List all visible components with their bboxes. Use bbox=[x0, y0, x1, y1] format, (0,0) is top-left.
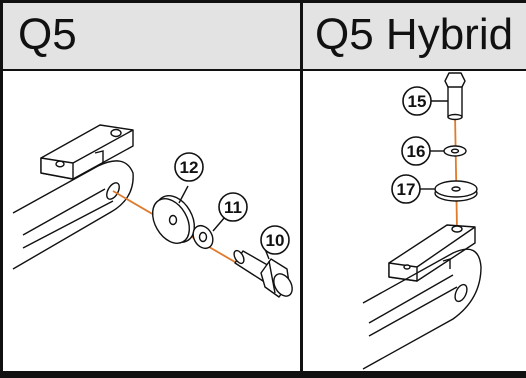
assembly-axis-hybrid bbox=[454, 112, 458, 230]
svg-text:16: 16 bbox=[407, 142, 426, 161]
panel-q5: Q5 bbox=[0, 0, 303, 374]
svg-text:15: 15 bbox=[408, 92, 427, 111]
callout-16: 16 bbox=[401, 136, 431, 166]
svg-text:10: 10 bbox=[266, 231, 285, 250]
part-15-bolt bbox=[444, 72, 466, 121]
callout-11: 11 bbox=[218, 192, 248, 222]
callout-17: 17 bbox=[391, 174, 421, 204]
svg-text:12: 12 bbox=[180, 158, 199, 177]
panel-header-q5: Q5 bbox=[3, 3, 300, 71]
part-12-large-washer bbox=[151, 195, 196, 244]
bottom-border bbox=[0, 374, 526, 378]
arm-body bbox=[12, 160, 134, 270]
panel-q5-hybrid: Q5 Hybrid bbox=[300, 0, 526, 374]
panel-header-q5-hybrid: Q5 Hybrid bbox=[303, 3, 526, 71]
callout-10: 10 bbox=[260, 225, 290, 255]
bracket-arm-hybrid bbox=[362, 224, 482, 370]
svg-text:17: 17 bbox=[397, 180, 416, 199]
q5-assembly-drawing: 12 11 10 bbox=[12, 124, 293, 298]
part-16-lock-washer bbox=[443, 145, 467, 157]
part-17-large-washer bbox=[434, 180, 478, 202]
bracket-tab bbox=[40, 124, 134, 180]
svg-text:11: 11 bbox=[224, 198, 242, 217]
part-10-bolt bbox=[233, 249, 293, 298]
callout-12: 12 bbox=[174, 152, 204, 182]
panel-title-q5: Q5 bbox=[18, 10, 77, 59]
part-11-lock-washer bbox=[192, 224, 214, 250]
panel-title-q5-hybrid: Q5 Hybrid bbox=[315, 10, 514, 59]
callout-15: 15 bbox=[402, 86, 432, 116]
q5-hybrid-assembly-drawing: 15 16 17 bbox=[362, 72, 482, 370]
